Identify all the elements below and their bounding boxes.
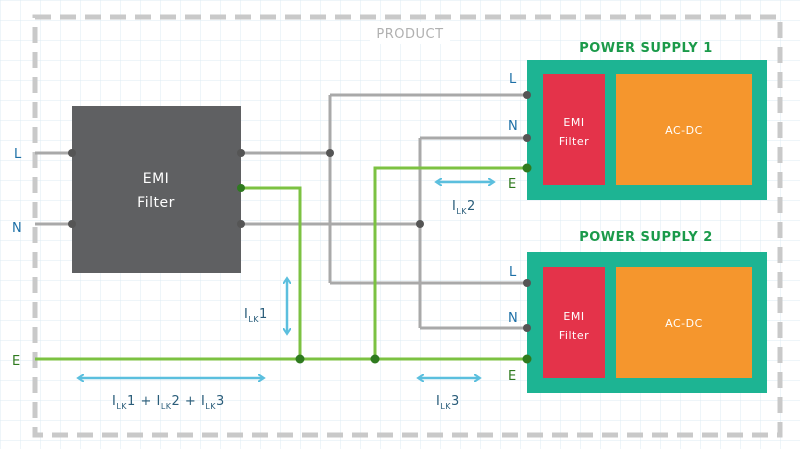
ps2-emi-block xyxy=(543,267,605,378)
node-filter-earth xyxy=(237,184,245,192)
filter-earth-wire xyxy=(241,186,302,359)
node-filter-n-in xyxy=(68,220,76,228)
input-l-label: L xyxy=(14,147,22,162)
ps2-pin-n: N xyxy=(508,311,518,326)
leakage-arrows xyxy=(80,182,492,378)
ps2-acdc-block xyxy=(616,267,752,378)
node-ps1-l xyxy=(523,91,531,99)
node-earth-ps1 xyxy=(370,354,380,364)
ps2-pin-l: L xyxy=(509,265,517,280)
ps1-pin-n: N xyxy=(508,119,518,134)
ps2-emi-line2: Filter xyxy=(559,329,589,342)
input-n-label: N xyxy=(12,221,22,236)
product-label: PRODUCT xyxy=(376,27,443,42)
ps2-emi-line1: EMI xyxy=(563,310,584,323)
node-earth-filter xyxy=(295,354,305,364)
ilk1-label: ILK1 xyxy=(244,307,268,324)
ps1-acdc-label: AC-DC xyxy=(665,124,703,137)
product-label-bg xyxy=(370,22,450,44)
ps1-title: POWER SUPPLY 1 xyxy=(579,41,713,56)
junction-nodes xyxy=(68,91,532,364)
node-ps2-l xyxy=(523,279,531,287)
ps1-pin-l: L xyxy=(509,72,517,87)
node-l-junction xyxy=(326,149,334,157)
ilk2-label: ILK2 xyxy=(452,199,476,216)
emi-filter-label-line1: EMI xyxy=(143,171,170,187)
ps1-emi-line2: Filter xyxy=(559,135,589,148)
emi-filter-label-line2: Filter xyxy=(137,195,175,211)
ps1-emi-line1: EMI xyxy=(563,116,584,129)
node-filter-l-out xyxy=(237,149,245,157)
ps1-emi-block xyxy=(543,74,605,185)
node-ps1-e xyxy=(522,163,532,173)
node-filter-n-out xyxy=(237,220,245,228)
ilk3-label: ILK3 xyxy=(436,394,460,411)
node-n-junction xyxy=(416,220,424,228)
node-ps2-e xyxy=(522,354,532,364)
ps1-pin-e: E xyxy=(508,177,517,192)
ps1-acdc-block xyxy=(616,74,752,185)
product-boundary xyxy=(32,14,783,438)
node-ps1-n xyxy=(523,134,531,142)
earth-wires xyxy=(35,166,527,361)
emi-filter-block xyxy=(72,106,241,273)
input-e-label: E xyxy=(12,354,21,369)
ilk-sum-label: ILK1 + ILK2 + ILK3 xyxy=(112,394,225,411)
node-filter-l-in xyxy=(68,149,76,157)
ps2-pin-e: E xyxy=(508,369,517,384)
ps1-earth-wire xyxy=(373,166,527,359)
ps2-title: POWER SUPPLY 2 xyxy=(579,230,713,245)
gray-wires xyxy=(35,93,527,330)
ps2-acdc-label: AC-DC xyxy=(665,317,703,330)
node-ps2-n xyxy=(523,324,531,332)
